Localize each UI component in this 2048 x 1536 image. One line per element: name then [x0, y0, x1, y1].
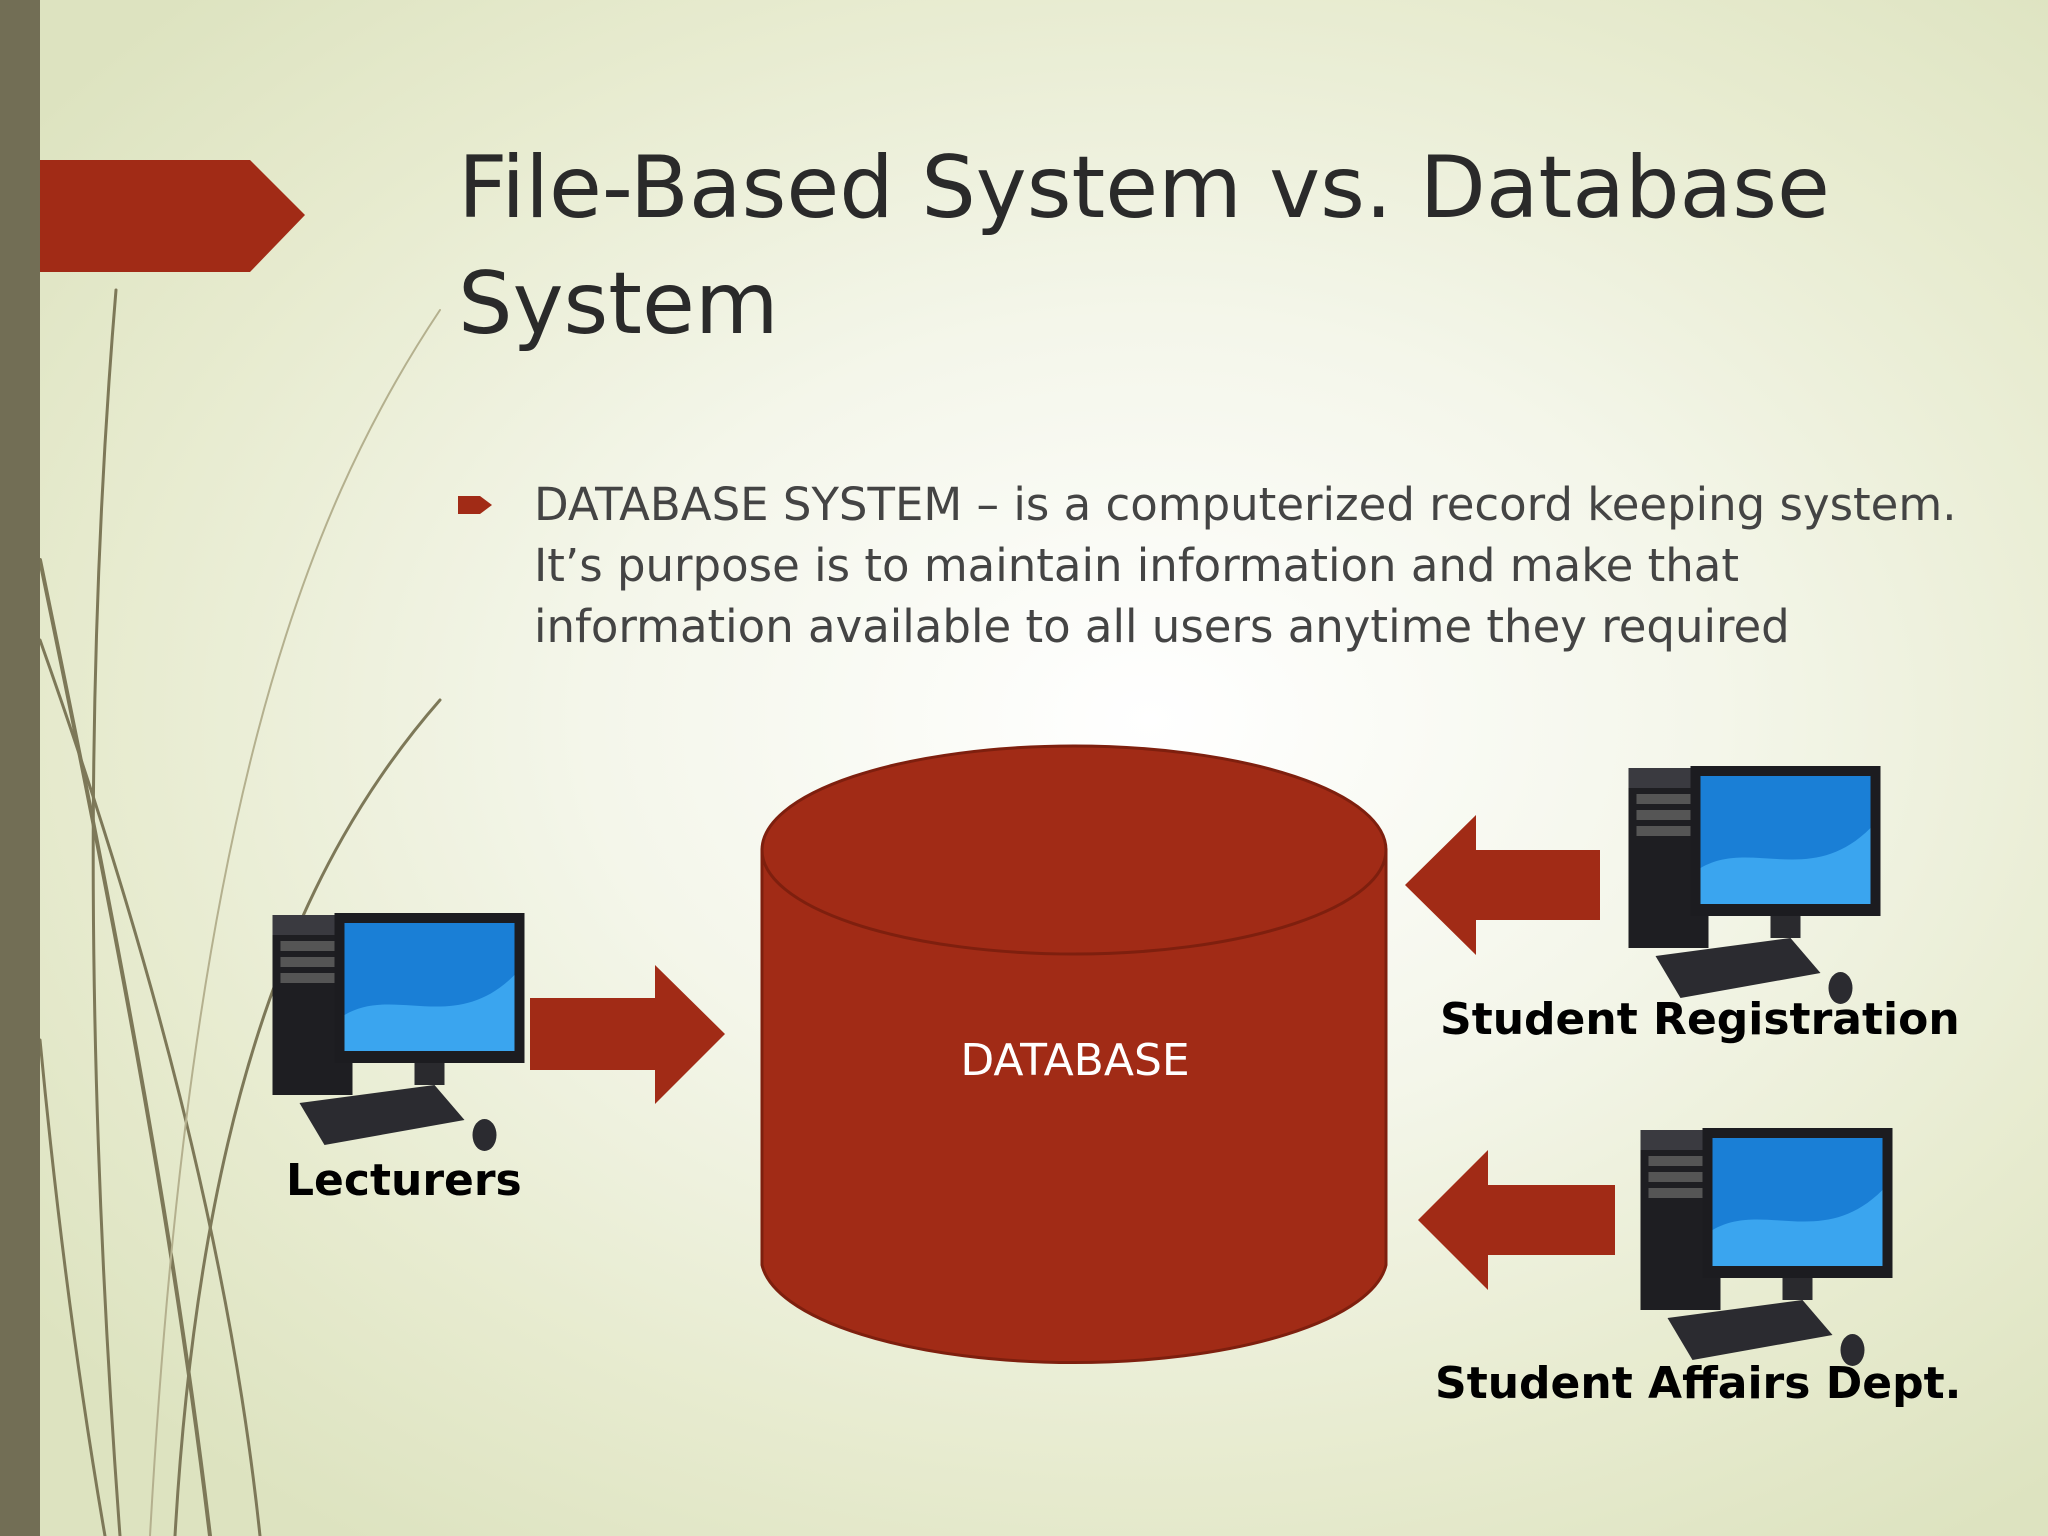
node-label-student-affairs: Student Affairs Dept.	[1435, 1358, 1962, 1409]
bullet-text: DATABASE SYSTEM – is a computerized reco…	[534, 478, 1957, 653]
arrow-left-icon	[1405, 815, 1600, 955]
node-label-lecturers: Lecturers	[286, 1155, 522, 1206]
arrow-left-icon	[1418, 1150, 1615, 1290]
desktop-computer-icon	[272, 913, 525, 1151]
node-label-student-registration: Student Registration	[1440, 994, 1960, 1045]
left-sidebar-strip	[0, 0, 40, 1536]
arrow-bullet-icon	[458, 496, 492, 514]
desktop-computer-icon	[1628, 766, 1881, 1004]
database-label: DATABASE	[960, 1035, 1190, 1086]
arrow-right-icon	[530, 965, 725, 1104]
slide-title: File-Based System vs. Database System	[458, 138, 1830, 354]
desktop-computer-icon	[1640, 1128, 1893, 1366]
database-cylinder	[760, 744, 1388, 1365]
